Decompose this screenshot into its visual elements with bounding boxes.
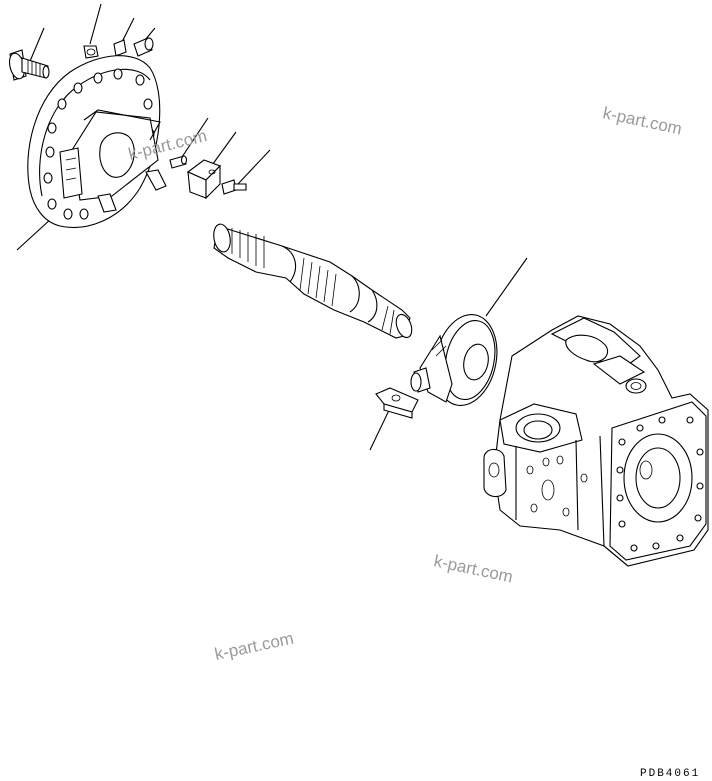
pin-part: [169, 155, 188, 169]
end-cover-plate: [27, 55, 167, 229]
nut-part: [83, 45, 99, 59]
watermark-text: k-part.com: [432, 551, 514, 586]
watermark-text: k-part.com: [601, 103, 683, 138]
bolt-part: [8, 49, 50, 81]
block-part: [186, 159, 221, 200]
pump-housing: [483, 315, 709, 567]
small-plate-part: [375, 387, 419, 419]
drawing-code: PDB4061: [640, 768, 700, 780]
bolt-holes: [43, 68, 155, 220]
small-bolt-part: [221, 179, 247, 195]
flange-bolt-holes: [616, 416, 704, 552]
watermark-text: k-part.com: [213, 629, 295, 664]
swash-plate: [410, 314, 498, 406]
plug-part: [113, 39, 127, 57]
sleeve-part: [133, 37, 154, 57]
drive-shaft: [213, 223, 413, 339]
